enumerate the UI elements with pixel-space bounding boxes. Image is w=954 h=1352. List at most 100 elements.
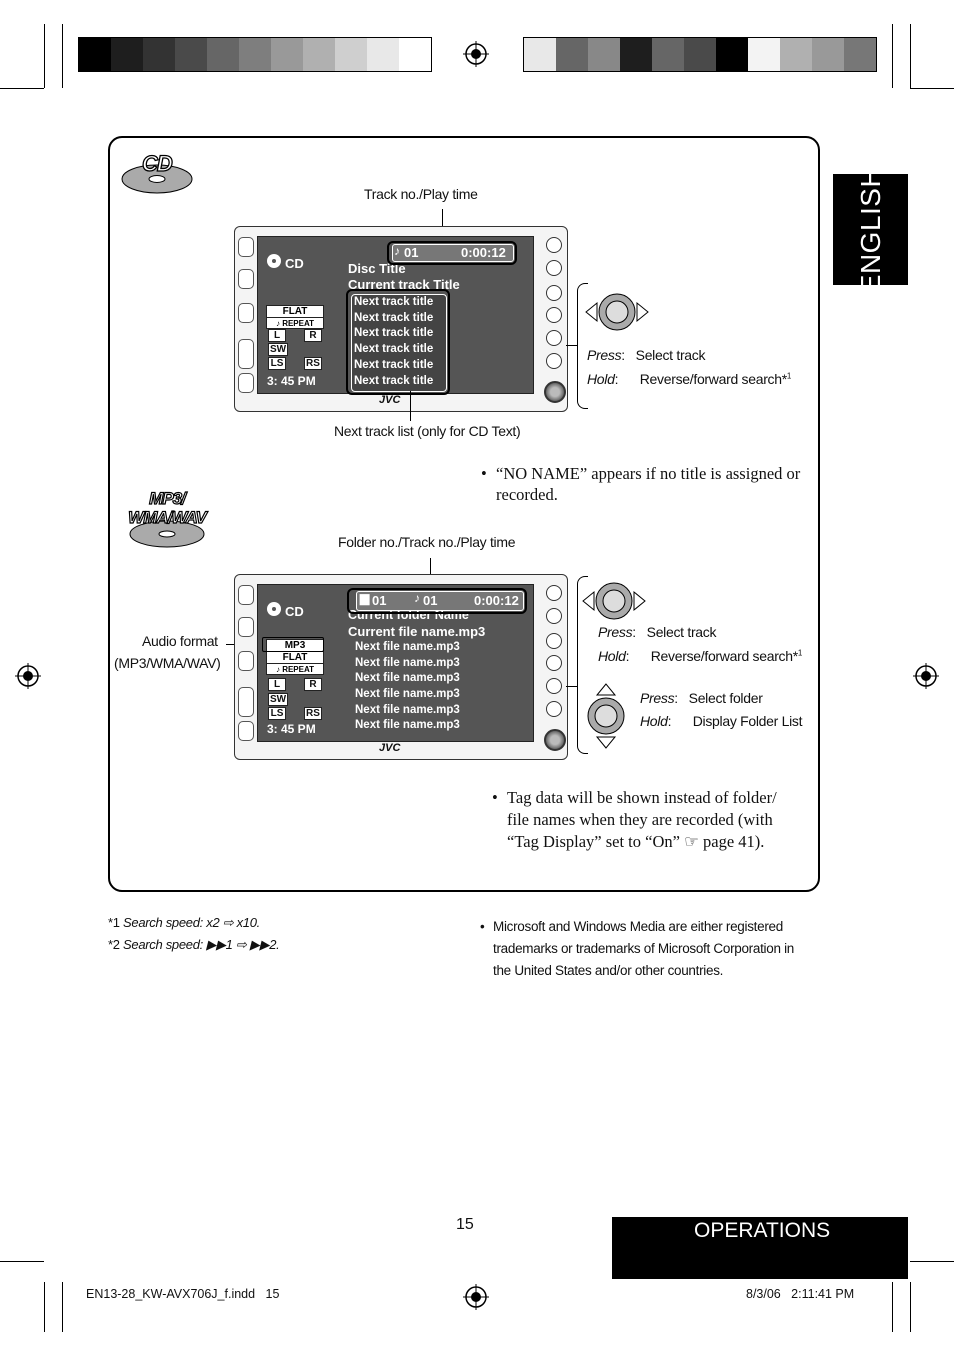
note-icon: ♪: [414, 591, 420, 605]
monitor-button[interactable]: [238, 237, 254, 257]
current-track-title: Current track Title: [348, 277, 460, 292]
press-label: Press: [598, 624, 633, 640]
note-icon: ♪: [394, 244, 400, 258]
track-play-time-label: Track no./Play time: [364, 186, 478, 202]
hold-action: Reverse/forward search*: [639, 371, 787, 387]
folder-icon: ▆: [360, 591, 370, 605]
open-button[interactable]: [546, 237, 562, 253]
mp3-badge-line1: MP3/: [149, 488, 187, 508]
att-button[interactable]: [546, 701, 562, 717]
volume-down-button[interactable]: [238, 721, 254, 741]
source-label: CD: [285, 604, 304, 619]
next-track-list-label: Next track list (only for CD Text): [334, 423, 521, 439]
source-button[interactable]: [238, 269, 254, 289]
next-file-item: Next file name.mp3: [355, 657, 460, 669]
operations-panel: [108, 136, 820, 892]
file-name: Current file name.mp3: [348, 624, 486, 639]
back-button[interactable]: [546, 678, 562, 694]
registration-target-icon: [15, 663, 41, 689]
track-time-highlight: [387, 241, 517, 265]
next-file-item: Next file name.mp3: [355, 641, 460, 653]
mp3-display: CD Current folder Name Current file name…: [257, 584, 534, 742]
color-bar-right: [523, 37, 877, 72]
volume-up-button[interactable]: [238, 687, 254, 717]
head-unit-cd: CD Disc Title Current track Title ♪ 01 0…: [234, 226, 568, 412]
control-dial[interactable]: [544, 381, 566, 403]
aux-button[interactable]: [238, 303, 254, 323]
mp3-badge-line2: WMA/WAV: [128, 507, 208, 527]
print-date-info: 8/3/06 2:11:41 PM: [746, 1287, 855, 1301]
color-bar-left: [78, 37, 432, 72]
source-button[interactable]: [238, 617, 254, 637]
dual-button[interactable]: [546, 655, 562, 671]
mp3-badge: MP3/ WMA/WAV: [126, 488, 208, 527]
registration-target-icon: [463, 1284, 489, 1310]
trademark-note: • Microsoft and Windows Media are either…: [480, 919, 795, 978]
press-label: Press: [640, 690, 675, 706]
speaker-l: L: [268, 329, 286, 342]
print-file-info: EN13-28_KW-AVX706J_f.indd 15: [86, 1287, 280, 1301]
eject-button[interactable]: [546, 260, 562, 276]
next-track-item: Next track title: [354, 375, 434, 387]
registration-target-icon: [463, 41, 489, 67]
next-track-item: Next track title: [354, 312, 434, 324]
menu-button[interactable]: [546, 633, 562, 649]
dual-button[interactable]: [546, 307, 562, 323]
language-label: ENGLISH: [854, 166, 886, 293]
hold-label: Hold: [587, 371, 615, 387]
clock: 3: 45 PM: [267, 722, 316, 736]
aux-button[interactable]: [238, 651, 254, 671]
mp3-control-bracket: [577, 576, 588, 754]
disc-icon: [267, 254, 281, 268]
mp3-disc-icon: [129, 520, 205, 548]
no-name-note: • “NO NAME” appears if no title is assig…: [481, 464, 801, 504]
cd-display: CD Disc Title Current track Title ♪ 01 0…: [257, 236, 534, 394]
next-track-list: [351, 294, 447, 392]
open-button[interactable]: [546, 585, 562, 601]
press-action: Select track: [646, 624, 717, 640]
next-track-item: Next track title: [354, 327, 434, 339]
cd-badge: CD: [141, 150, 173, 176]
multi-controller-icon: [585, 293, 649, 331]
control-dial[interactable]: [544, 729, 566, 751]
speaker-sw: SW: [268, 343, 288, 356]
hold-folder-action: Display Folder List: [692, 713, 803, 729]
speaker-rs: RS: [304, 707, 322, 720]
audio-format-label: Audio format: [142, 633, 218, 649]
clock: 3: 45 PM: [267, 374, 316, 388]
head-unit-mp3: CD Current folder Name Current file name…: [234, 574, 568, 760]
volume-up-button[interactable]: [238, 339, 254, 369]
speaker-ls: LS: [268, 357, 286, 370]
track-number: 01: [423, 593, 438, 608]
operations-section-tab: OPERATIONS: [612, 1217, 908, 1279]
play-time: 0:00:12: [461, 245, 506, 260]
multi-controller-lr-icon: [582, 582, 646, 620]
speaker-sw: SW: [268, 693, 288, 706]
monitor-button[interactable]: [238, 585, 254, 605]
next-file-item: Next file name.mp3: [355, 704, 460, 716]
folder-track-time-label: Folder no./Track no./Play time: [338, 534, 516, 550]
folder-number: 01: [372, 593, 387, 608]
source-label: CD: [285, 256, 304, 271]
att-button[interactable]: [546, 353, 562, 369]
audio-format-highlight: [262, 637, 324, 652]
footnote-ref: 1: [797, 648, 803, 658]
page-number: 15: [456, 1216, 474, 1233]
next-file-item: Next file name.mp3: [355, 688, 460, 700]
eq-mode: FLAT: [267, 651, 323, 663]
eject-button[interactable]: [546, 608, 562, 624]
next-track-item: Next track title: [354, 359, 434, 371]
footnote-2: *2 Search speed: ▶▶1 ⇨ ▶▶2.: [108, 937, 280, 952]
repeat-note-icon: ♪: [275, 319, 283, 328]
back-button[interactable]: [546, 330, 562, 346]
tag-data-note: • Tag data will be shown instead of fold…: [492, 788, 777, 851]
jvc-logo: JVC: [379, 742, 401, 754]
hold-label: Hold: [598, 648, 626, 664]
menu-button[interactable]: [546, 285, 562, 301]
footnote-ref: 1: [786, 371, 792, 381]
disc-icon: [267, 602, 281, 616]
eq-repeat-box: FLAT ♪ REPEAT: [266, 305, 324, 329]
speaker-rs: RS: [304, 357, 322, 370]
repeat-note-icon: ♪: [275, 665, 283, 674]
volume-down-button[interactable]: [238, 373, 254, 393]
